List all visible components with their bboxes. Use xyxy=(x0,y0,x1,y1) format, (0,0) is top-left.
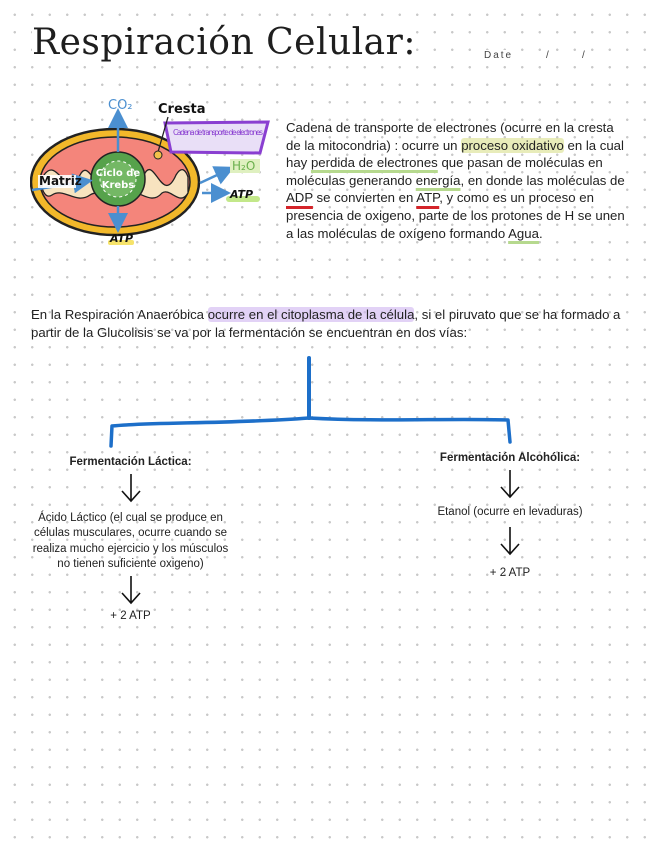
alcoholica-heading: Fermentación Alcohólica: xyxy=(420,451,600,467)
alcoholica-product: Etanol (ocurre en levaduras) xyxy=(420,505,600,521)
down-arrow-icon xyxy=(498,524,522,558)
alcoholica-column: Fermentación Alcohólica: Etanol (ocurre … xyxy=(420,451,600,582)
alcoholica-atp: + 2 ATP xyxy=(420,566,600,582)
down-arrow-icon xyxy=(119,573,143,607)
lactica-heading: Fermentación Láctica: xyxy=(28,455,233,471)
down-arrow-icon xyxy=(498,467,522,501)
down-arrow-icon xyxy=(119,471,143,505)
lactica-column: Fermentación Láctica: Ácido Láctico (el … xyxy=(28,455,233,624)
lactica-atp: + 2 ATP xyxy=(28,609,233,625)
lactica-product: Ácido Láctico (el cual se produce en cél… xyxy=(28,511,233,573)
